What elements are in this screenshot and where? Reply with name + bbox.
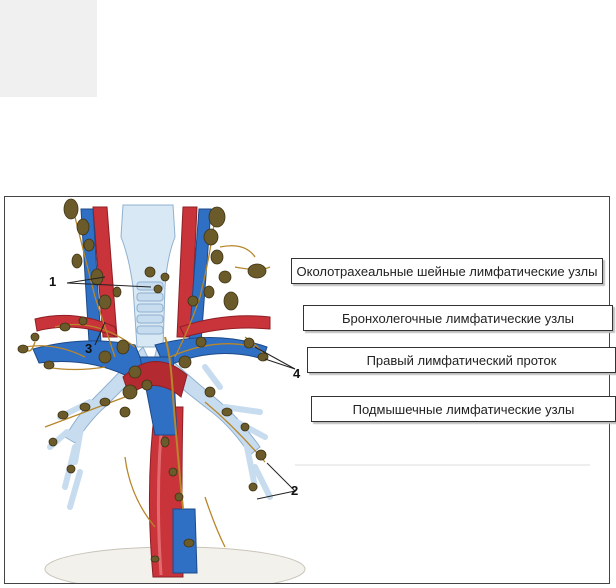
- leader-lines: [66, 276, 590, 500]
- marker-1: 1: [49, 274, 57, 289]
- marker-3: 3: [85, 341, 93, 356]
- diagram-frame: 1 2 3 4: [4, 196, 610, 584]
- label-bronchopulmonary-nodes: Бронхолегочные лимфатические узлы: [303, 305, 613, 331]
- lymph-anatomy-illustration: [17, 198, 590, 583]
- lymph-nodes: [17, 198, 269, 563]
- placeholder-block: [0, 0, 97, 97]
- right-subclavian-artery: [179, 315, 271, 338]
- trachea-rings: [136, 281, 164, 335]
- label-axillary-nodes: Подмышечные лимфатические узлы: [311, 396, 616, 422]
- label-paratracheal-nodes: Околотрахеальные шейные лимфатические уз…: [291, 258, 603, 284]
- bronchial-branches: [47, 364, 273, 510]
- marker-4: 4: [293, 366, 301, 381]
- label-right-lymphatic-duct: Правый лимфатический проток: [307, 347, 616, 373]
- left-subclavian-artery: [34, 314, 118, 338]
- marker-2: 2: [291, 483, 299, 498]
